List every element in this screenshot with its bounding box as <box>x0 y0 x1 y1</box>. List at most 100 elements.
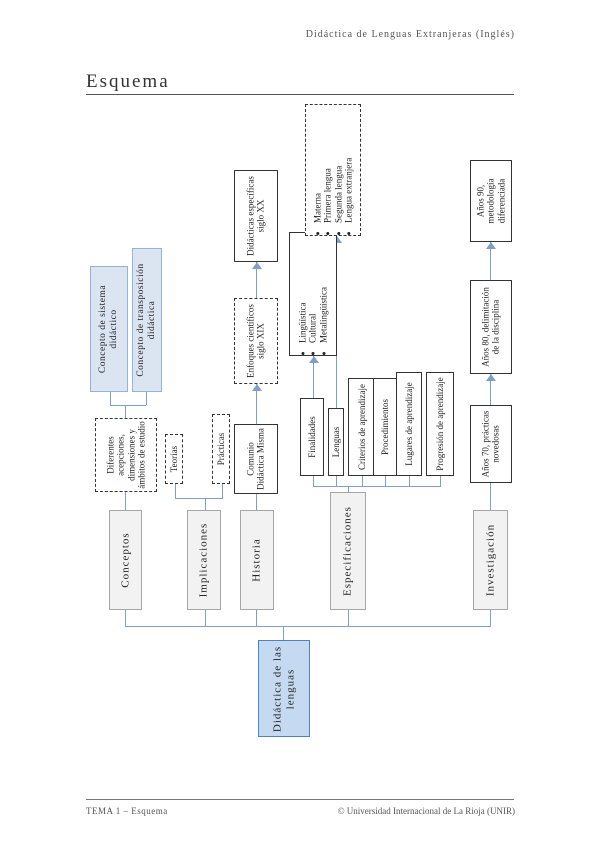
list-wrapper: Materna Primera lengua Segunda lengua Le… <box>312 107 353 233</box>
connector <box>313 356 314 398</box>
esp-lenguas: Lenguas <box>328 408 344 476</box>
footer-left: TEMA 1 – Esquema <box>86 806 168 816</box>
footer-right: © Universidad Internacional de La Rioja … <box>337 806 515 816</box>
branch-label: Especificaciones <box>341 506 354 596</box>
node-label: Años 90, metodología diferenciada <box>475 178 507 224</box>
node-label: Años 70, prácticas novedosas <box>480 410 501 478</box>
arrowhead <box>252 262 262 269</box>
connector <box>385 476 386 486</box>
connector <box>175 498 223 499</box>
connector <box>409 476 410 486</box>
connector <box>256 384 257 424</box>
esp-lugares: Lugares de aprendizaje <box>396 372 422 476</box>
esp-criterios: Criterios de aprendizaje <box>348 378 376 476</box>
branch-label: Conceptos <box>119 532 132 588</box>
finalidades-list: Lingüística Cultural Metalingüística <box>289 232 337 356</box>
teorias-node: Teorías <box>165 434 183 484</box>
list-wrapper: Lingüística Cultural Metalingüística <box>297 235 328 353</box>
branch-investigacion: Investigación <box>473 510 508 610</box>
esp-procedimientos: Procedimientos <box>373 378 397 476</box>
node-label: Lenguas <box>330 426 341 458</box>
title-rule <box>86 94 514 95</box>
esp-progresion: Progresión de aprendizaje <box>426 372 454 476</box>
node-label: Prácticas <box>215 432 226 466</box>
connector <box>125 610 126 626</box>
connector <box>205 610 206 626</box>
inv-80-node: Años 80, delimitación de la disciplina <box>470 280 512 374</box>
connector <box>313 476 314 486</box>
connector <box>110 392 111 405</box>
node-label: Enfoques científicos siglo XIX <box>245 304 266 378</box>
connector <box>490 242 491 280</box>
connector <box>283 626 284 640</box>
conceptos-detail: Diferentes acepciones, dimensiones y ámb… <box>95 418 157 492</box>
didacticas-xx-node: Didácticas específicas siglo XX <box>234 170 278 262</box>
arrowhead <box>486 374 496 381</box>
concepto-transposicion: Concepto de transposición didáctica <box>132 248 162 392</box>
branch-implicaciones: Implicaciones <box>187 510 221 610</box>
node-label: Concepto de sistema didáctico <box>98 284 119 374</box>
connector <box>490 374 491 405</box>
branch-label: Historia <box>250 538 263 582</box>
node-label: Progresión de aprendizaje <box>434 377 445 471</box>
arrowhead <box>309 356 319 363</box>
enfoques-node: Enfoques científicos siglo XIX <box>234 298 278 384</box>
list-item: Lengua extranjera <box>343 107 353 223</box>
root-label: Didáctica de las lenguas <box>271 645 296 732</box>
footer-rule <box>86 799 514 800</box>
list-item: Lingüística <box>297 235 307 344</box>
connector <box>222 484 223 498</box>
node-label: Criterios de aprendizaje <box>356 384 367 470</box>
node-label: Didácticas específicas siglo XX <box>245 176 266 256</box>
page-header: Didáctica de Lenguas Extranjeras (Inglés… <box>305 29 515 40</box>
node-label: Años 80, delimitación de la disciplina <box>480 287 501 367</box>
arrowhead <box>486 242 496 249</box>
connector <box>440 476 441 486</box>
concepto-sistema: Concepto de sistema didáctico <box>90 266 128 392</box>
node-label: Comunio Didáctica Mismа <box>245 428 266 490</box>
list-item: Materna <box>312 107 322 223</box>
connector <box>256 494 257 510</box>
connector <box>125 626 491 627</box>
lenguas-bullets: Materna Primera lengua Segunda lengua Le… <box>312 107 353 233</box>
branch-label: Investigación <box>484 523 497 597</box>
connector <box>490 483 491 510</box>
list-item: Primera lengua <box>323 107 333 223</box>
node-label: Teorías <box>168 445 179 473</box>
inv-90-node: Años 90, metodología diferenciada <box>470 160 512 242</box>
list-item: Cultural <box>308 235 318 344</box>
page-title: Esquema <box>86 71 170 92</box>
connector <box>348 610 349 626</box>
finalidades-bullets: Lingüística Cultural Metalingüística <box>297 235 328 353</box>
connector <box>146 392 147 405</box>
connector <box>362 476 363 486</box>
node-label: Concepto de transposición didáctica <box>136 263 157 377</box>
list-item: Metalingüística <box>318 235 328 343</box>
root-node: Didáctica de las lenguas <box>258 640 310 737</box>
node-label: Procedimientos <box>379 399 390 455</box>
branch-historia: Historia <box>240 510 274 610</box>
list-item: Segunda lengua <box>333 107 343 223</box>
node-label: Diferentes acepciones, dimensiones y ámb… <box>105 421 147 489</box>
branch-conceptos: Conceptos <box>109 510 142 610</box>
node-label: Lugares de aprendizaje <box>403 382 414 466</box>
connector <box>125 405 126 418</box>
branch-label: Implicaciones <box>197 522 210 598</box>
node-label: Finalidades <box>306 416 317 458</box>
connector <box>336 476 337 486</box>
connector <box>110 405 146 406</box>
historia-comunio: Comunio Didáctica Mismа <box>234 424 278 494</box>
connector <box>256 610 257 626</box>
connector <box>175 484 176 498</box>
esp-finalidades: Finalidades <box>300 398 324 476</box>
arrowhead <box>252 384 262 391</box>
connector <box>205 498 206 510</box>
connector <box>313 486 441 487</box>
arrowhead <box>332 236 342 243</box>
connector <box>125 492 126 510</box>
branch-especificaciones: Especificaciones <box>330 492 366 610</box>
inv-70-node: Años 70, prácticas novedosas <box>470 405 512 483</box>
connector <box>256 262 257 298</box>
lenguas-list: Materna Primera lengua Segunda lengua Le… <box>305 104 361 236</box>
practicas-node: Prácticas <box>212 414 230 484</box>
